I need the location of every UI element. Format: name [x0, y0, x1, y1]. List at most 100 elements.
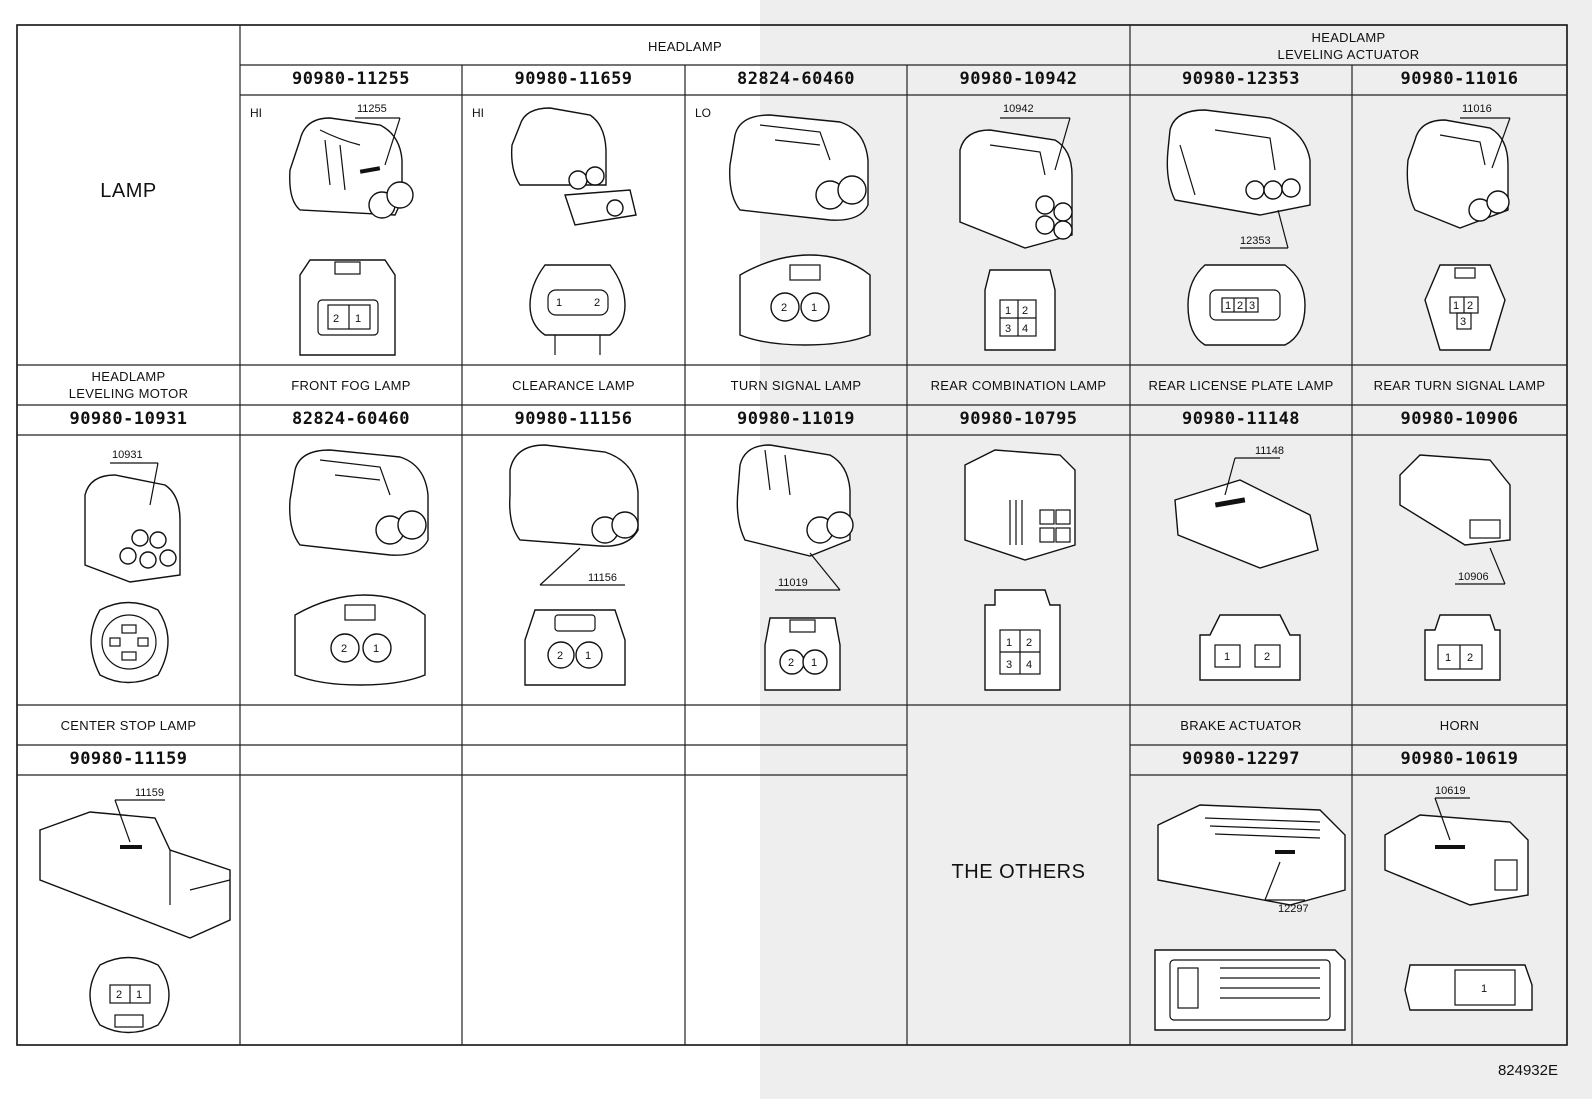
mark-11159: 11159 — [135, 787, 164, 799]
connector-10906-isometric — [1399, 454, 1511, 585]
pin-2: 2 — [781, 302, 787, 314]
part-number-r3c7: 90980-10619 — [1400, 749, 1519, 769]
pin-3: 3 — [1005, 323, 1011, 335]
pin-2: 2 — [116, 989, 122, 1001]
part-number-r1c2: 90980-11659 — [514, 69, 633, 89]
pin-1: 1 — [1481, 983, 1487, 995]
position-label-lo: LO — [695, 106, 712, 120]
connector-11148-isometric — [1174, 457, 1319, 569]
pin-2: 2 — [1467, 652, 1473, 664]
connector-11255-isometric — [289, 117, 414, 219]
title-front-fog-lamp: FRONT FOG LAMP — [291, 378, 411, 393]
pin-2: 2 — [1467, 300, 1473, 312]
mark-11255: 11255 — [357, 103, 387, 115]
part-number-r2c5: 90980-10795 — [959, 409, 1078, 429]
connector-11019-isometric — [736, 444, 854, 591]
the-others-title: THE OTHERS — [951, 861, 1086, 883]
position-label-hi: HI — [250, 106, 262, 120]
headlamp-header: HEADLAMP — [648, 39, 722, 54]
pin-1: 1 — [1225, 300, 1231, 312]
part-number-r3c1: 90980-11159 — [69, 749, 188, 769]
mark-11019: 11019 — [778, 577, 808, 589]
connector-10931-isometric — [84, 462, 181, 583]
connector-11159-isometric — [39, 799, 231, 939]
connector-60460-face — [294, 594, 426, 686]
pin-1: 1 — [373, 643, 379, 655]
pin-2: 2 — [341, 643, 347, 655]
connector-10906-face — [1424, 614, 1501, 681]
title-horn: HORN — [1439, 718, 1480, 733]
title-clearance-lamp: CLEARANCE LAMP — [512, 378, 635, 393]
pin-2: 2 — [557, 650, 563, 662]
title-rear-turn-signal-lamp: REAR TURN SIGNAL LAMP — [1373, 378, 1546, 393]
connector-12353-isometric — [1166, 109, 1311, 249]
connector-11016-isometric — [1406, 117, 1511, 229]
connector-11156-isometric — [509, 444, 639, 586]
connector-11659-face — [529, 264, 626, 355]
pin-1: 1 — [811, 302, 817, 314]
pin-1: 1 — [556, 297, 562, 309]
pin-1: 1 — [136, 989, 142, 1001]
connector-11148-face — [1199, 614, 1301, 681]
connector-60460-face — [739, 254, 871, 346]
pin-4: 4 — [1022, 323, 1028, 335]
connector-10942-face — [984, 269, 1056, 351]
connector-11156-face — [524, 609, 626, 686]
part-number-r1c3: 82824-60460 — [736, 69, 856, 89]
pin-2: 2 — [1264, 651, 1270, 663]
part-number-r2c3: 90980-11156 — [514, 409, 633, 429]
pin-2: 2 — [1026, 637, 1032, 649]
pin-2: 2 — [788, 657, 794, 669]
pin-4: 4 — [1026, 659, 1032, 671]
mark-11156: 11156 — [588, 572, 617, 584]
connector-11659-isometric — [510, 107, 637, 226]
part-number-r3c6: 90980-12297 — [1181, 749, 1301, 769]
title-turn-signal-lamp: TURN SIGNAL LAMP — [730, 378, 862, 393]
headlamp-leveling-actuator-header: HEADLAMP LEVELING ACTUATOR — [1277, 30, 1420, 62]
pin-1: 1 — [1445, 652, 1451, 664]
mark-10906: 10906 — [1458, 571, 1489, 583]
title-headlamp-leveling-motor: HEADLAMP LEVELING MOTOR — [68, 369, 189, 401]
connector-12297-isometric — [1157, 804, 1346, 906]
pin-2: 2 — [1237, 300, 1243, 312]
pin-1: 1 — [811, 657, 817, 669]
lamp-group-title: LAMP — [100, 180, 157, 202]
connector-10931-face — [90, 601, 169, 684]
pin-1: 1 — [1224, 651, 1230, 663]
connector-11159-face — [89, 956, 170, 1034]
part-number-r2c7: 90980-10906 — [1400, 409, 1519, 429]
pin-1: 1 — [1453, 300, 1459, 312]
connector-11019-face — [764, 617, 841, 691]
connector-10795-isometric — [964, 449, 1076, 561]
title-rear-license-plate-lamp: REAR LICENSE PLATE LAMP — [1148, 378, 1334, 393]
figure-code: 824932E — [1497, 1062, 1558, 1079]
part-number-r2c4: 90980-11019 — [736, 409, 856, 429]
connector-11016-face — [1424, 264, 1506, 351]
part-number-r1c1: 90980-11255 — [291, 69, 411, 89]
mark-10931: 10931 — [112, 449, 143, 461]
pin-1: 1 — [1006, 637, 1012, 649]
mark-10942: 10942 — [1003, 103, 1034, 115]
position-label-hi: HI — [472, 106, 484, 120]
connector-12353-face — [1187, 264, 1306, 346]
part-number-r1c5: 90980-12353 — [1181, 69, 1301, 89]
connector-12297-face — [1154, 949, 1346, 1031]
connector-10942-isometric — [959, 117, 1073, 249]
part-number-r1c6: 90980-11016 — [1400, 69, 1519, 89]
title-rear-combination-lamp: REAR COMBINATION LAMP — [930, 378, 1107, 393]
part-number-r2c1: 90980-10931 — [69, 409, 188, 429]
connector-11255-face — [299, 259, 396, 356]
connector-10619-face — [1404, 964, 1533, 1011]
pin-1: 1 — [1005, 305, 1011, 317]
pin-1: 1 — [355, 313, 361, 325]
connector-60460-isometric — [729, 114, 869, 221]
connector-60460-isometric — [289, 449, 429, 556]
part-number-r1c4: 90980-10942 — [959, 69, 1078, 89]
title-brake-actuator: BRAKE ACTUATOR — [1180, 718, 1302, 733]
mark-12353: 12353 — [1240, 235, 1271, 247]
pin-1: 1 — [585, 650, 591, 662]
pin-2: 2 — [594, 297, 600, 309]
part-number-r2c6: 90980-11148 — [1181, 409, 1301, 429]
